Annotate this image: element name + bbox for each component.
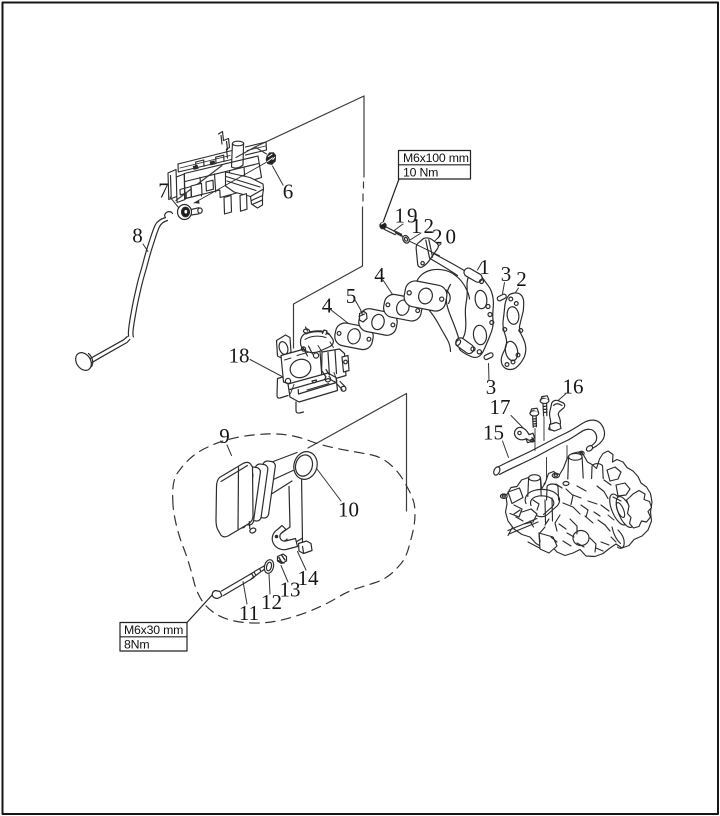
svg-text:19: 19 <box>395 204 420 228</box>
svg-text:4: 4 <box>322 294 333 318</box>
svg-text:3: 3 <box>486 375 497 399</box>
svg-text:2: 2 <box>516 267 527 291</box>
svg-text:4: 4 <box>374 263 385 287</box>
svg-text:1: 1 <box>479 255 490 279</box>
svg-text:6: 6 <box>283 180 294 204</box>
svg-text:8Nm: 8Nm <box>124 638 149 652</box>
svg-text:5: 5 <box>346 284 357 308</box>
svg-text:3: 3 <box>501 262 512 286</box>
svg-text:7: 7 <box>158 179 169 203</box>
svg-text:15: 15 <box>483 421 504 445</box>
svg-text:9: 9 <box>219 424 230 448</box>
svg-text:16: 16 <box>563 375 584 399</box>
svg-text:12: 12 <box>411 214 436 238</box>
svg-text:14: 14 <box>298 566 320 590</box>
svg-text:13: 13 <box>280 578 301 602</box>
svg-text:M6x100 mm: M6x100 mm <box>403 151 469 165</box>
svg-text:8: 8 <box>132 224 143 248</box>
svg-text:M6x30 mm: M6x30 mm <box>124 623 183 637</box>
svg-text:18: 18 <box>229 344 250 368</box>
svg-text:12: 12 <box>261 590 282 614</box>
svg-text:17: 17 <box>490 395 511 419</box>
svg-text:10: 10 <box>338 498 359 522</box>
svg-text:10 Nm: 10 Nm <box>403 166 438 180</box>
svg-text:11: 11 <box>239 601 259 625</box>
